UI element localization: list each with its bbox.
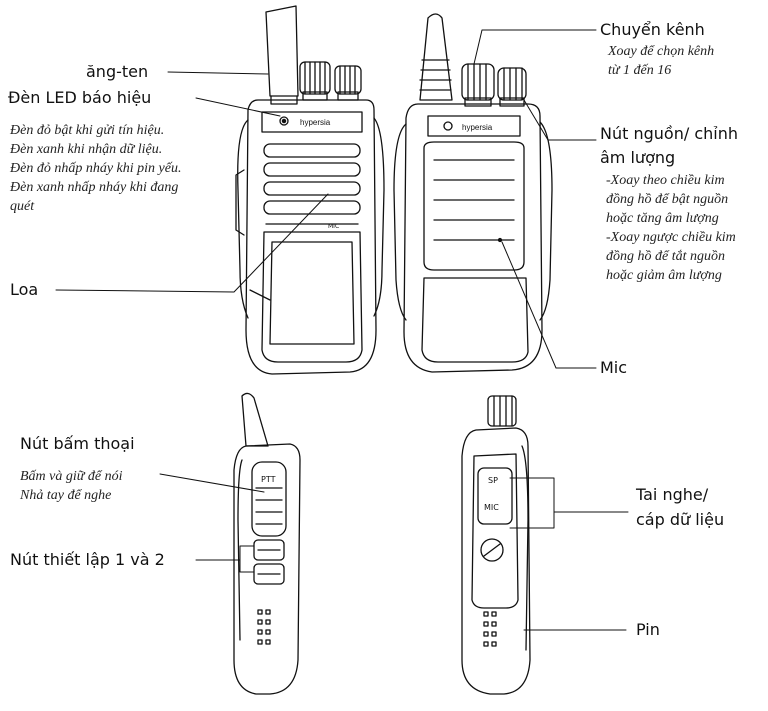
- front-body: [245, 99, 377, 375]
- mic-hole: [497, 237, 503, 243]
- back-grille: [423, 141, 525, 271]
- label-channel: Chuyển kênh: [600, 20, 705, 39]
- side-body-right: [461, 427, 531, 695]
- label-led: Đèn LED báo hiệu: [8, 88, 152, 107]
- back-body: [403, 103, 543, 373]
- leader-channel: [473, 29, 597, 65]
- antenna-back: [419, 13, 453, 101]
- leader-lines: [55, 29, 629, 631]
- note-power-line: đồng hồ để tắt nguồn: [606, 249, 725, 264]
- leader-led: [195, 97, 281, 117]
- leader-settings: [195, 545, 255, 573]
- note-ptt-line: Nhả tay để nghe: [20, 488, 112, 503]
- label-mic: Mic: [600, 358, 628, 377]
- label-power: Nút nguồn/ chỉnh: [600, 124, 738, 143]
- setting-buttons: [253, 539, 285, 585]
- leader-ptt: [159, 473, 265, 493]
- ptt-button: [251, 461, 287, 537]
- channel-knob-front: [299, 61, 331, 101]
- leader-power: [523, 99, 597, 141]
- brand-mark-front: hypersia: [300, 118, 331, 127]
- label-power-line2: âm lượng: [600, 148, 676, 167]
- volume-knob-back: [497, 67, 527, 107]
- label-battery: Pin: [636, 620, 660, 639]
- label-speaker: Loa: [10, 280, 39, 299]
- label-ptt: Nút bấm thoại: [20, 434, 135, 453]
- note-power-line: -Xoay ngược chiều kim: [606, 230, 736, 245]
- sp-jack-text: SP: [488, 476, 498, 485]
- note-power-line: đồng hồ để bật nguồn: [606, 192, 729, 207]
- side-dots-right: [483, 611, 497, 647]
- note-led-line: quét: [10, 199, 35, 214]
- leader-speaker: [55, 193, 329, 293]
- label-settings: Nút thiết lập 1 và 2: [10, 550, 165, 569]
- side-view-jacks: [461, 395, 531, 695]
- ptt-key-text: PTT: [261, 475, 276, 484]
- speaker-grille: [263, 143, 361, 225]
- back-view: [393, 13, 553, 373]
- note-ptt: Bấm và giữ để nói Nhả tay để nghe: [20, 467, 123, 505]
- side-view-ptt: [233, 392, 301, 695]
- side-body-left: [233, 443, 301, 695]
- note-channel-line: Xoay để chọn kênh: [608, 44, 715, 59]
- note-channel: Xoay để chọn kênh từ 1 đến 16: [608, 42, 714, 80]
- note-led-line: Đèn xanh khi nhận dữ liệu.: [10, 142, 163, 157]
- note-led-line: Đèn xanh nhấp nháy khi đang: [10, 180, 179, 195]
- side-dots-left: [257, 609, 271, 645]
- note-ptt-line: Bấm và giữ để nói: [20, 469, 123, 484]
- volume-knob-front: [334, 65, 362, 101]
- jack-cover: [471, 453, 519, 609]
- label-headset: Tai nghe/: [636, 485, 709, 504]
- note-channel-line: từ 1 đến 16: [608, 63, 672, 78]
- channel-knob-back: [461, 63, 495, 107]
- leader-headset: [509, 477, 629, 529]
- label-headset-line2: cáp dữ liệu: [636, 510, 725, 529]
- front-view: [235, 5, 385, 375]
- note-led-line: Đèn đỏ bật khi gửi tín hiệu.: [10, 123, 165, 138]
- led-front: [279, 116, 289, 126]
- label-antenna: ăng-ten: [86, 62, 149, 81]
- mic-jack-text: MIC: [484, 503, 499, 512]
- note-power-line: hoặc giảm âm lượng: [606, 268, 722, 283]
- note-led-line: Đèn đỏ nhấp nháy khi pin yếu.: [10, 161, 182, 176]
- note-power: -Xoay theo chiều kim đồng hồ để bật nguồ…: [606, 171, 736, 285]
- leader-mic: [501, 241, 597, 369]
- note-power-line: hoặc tăng âm lượng: [606, 211, 719, 226]
- antenna-side-left: [241, 392, 269, 447]
- note-power-line: -Xoay theo chiều kim: [606, 173, 725, 188]
- leader-antenna: [167, 71, 269, 75]
- brand-mark-back: hypersia: [462, 123, 493, 132]
- antenna-front: [265, 5, 299, 97]
- mic-hole-text: MIC: [328, 223, 339, 230]
- note-led: Đèn đỏ bật khi gửi tín hiệu. Đèn xanh kh…: [10, 121, 181, 216]
